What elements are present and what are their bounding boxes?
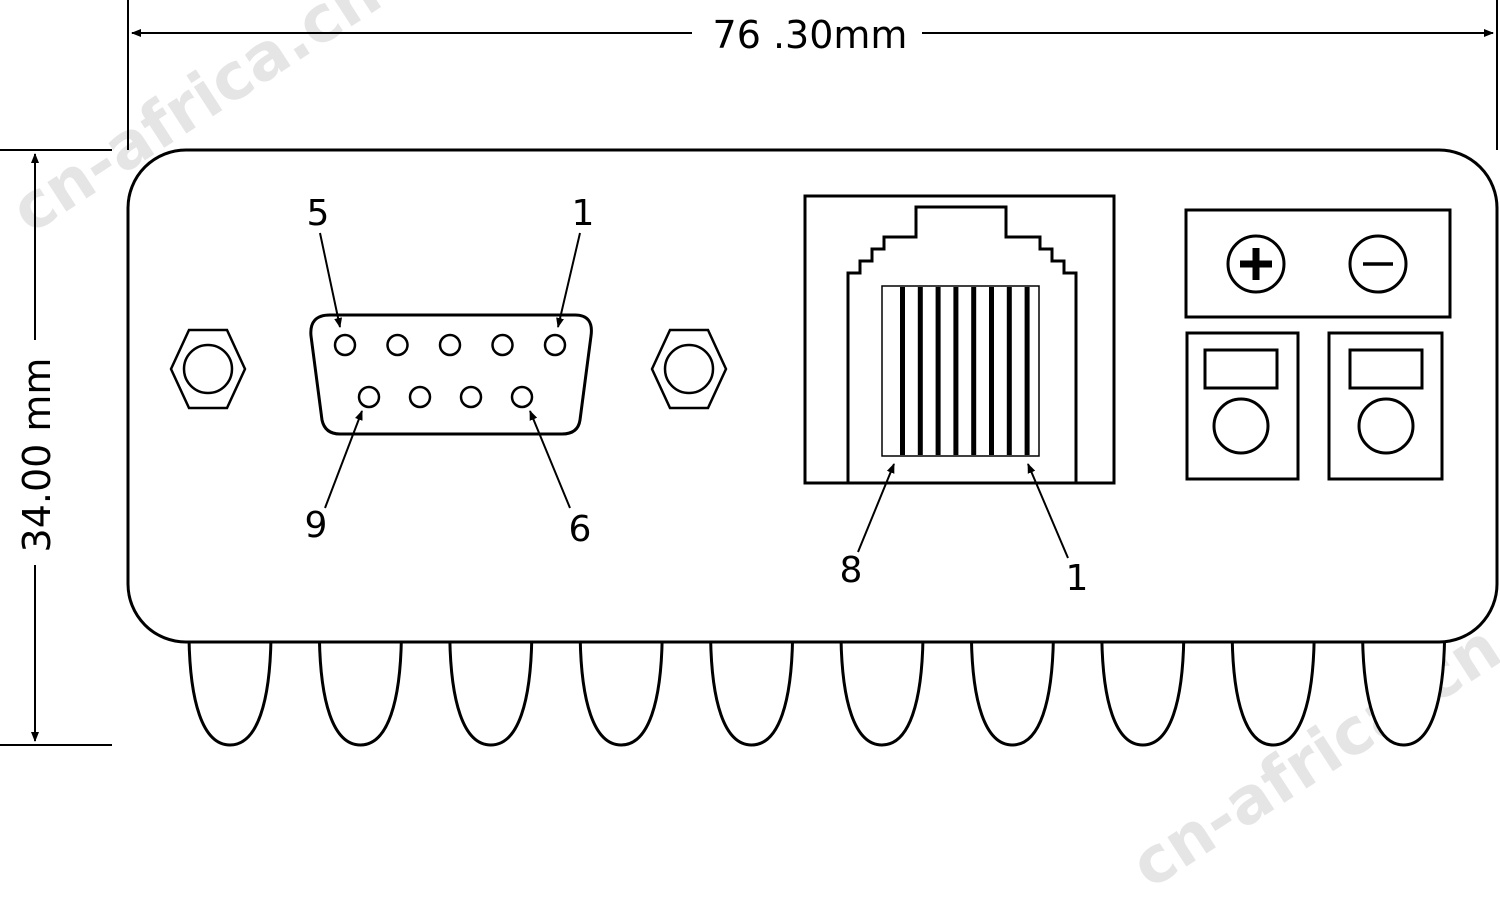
db9-pin — [491, 333, 514, 357]
db9-pin-label-5: 5 — [307, 193, 330, 234]
width-dimension: 76 .30mm — [127, 0, 1498, 150]
heatsink-fin — [578, 637, 664, 747]
db9-pin-label-9: 9 — [305, 505, 328, 546]
right-hex-nut-icon — [650, 328, 728, 410]
minus-icon — [1348, 234, 1408, 294]
rj45-contact — [1006, 287, 1012, 455]
heatsink-fin — [709, 637, 795, 747]
db9-pins — [333, 333, 567, 409]
heatsink-fin — [448, 637, 534, 747]
heatsink-fin — [187, 637, 273, 747]
heatsink-fin — [969, 637, 1055, 747]
rj45-contact — [953, 287, 959, 455]
db9-pin — [333, 333, 357, 357]
power-terminal — [1184, 208, 1452, 481]
rj45-contact — [1024, 287, 1030, 455]
left-hex-nut-icon — [169, 328, 247, 410]
height-label: 34.00 mm — [15, 358, 59, 553]
rj45-contacts — [900, 287, 1030, 455]
db9-pin — [386, 333, 409, 357]
height-dimension: 34.00 mm — [0, 149, 112, 746]
heatsink-fin — [317, 637, 403, 747]
heatsink-fin — [1230, 637, 1316, 747]
terminal-block-right — [1327, 331, 1444, 481]
heatsink-fin — [1361, 637, 1447, 747]
heatsink-fin — [1100, 637, 1186, 747]
rj45-contact — [989, 287, 994, 455]
db9-pin — [357, 385, 381, 409]
db9-pin-label-1: 1 — [572, 193, 595, 234]
db9-pin — [543, 333, 567, 357]
rj45-connector: 8 1 — [803, 194, 1116, 599]
rj45-pin-label-1: 1 — [1066, 558, 1089, 599]
db9-pin — [459, 385, 483, 409]
db9-pin — [438, 333, 462, 357]
heatsink-fin — [839, 637, 925, 747]
db9-pin-label-6: 6 — [569, 509, 592, 550]
rj45-contact — [971, 287, 977, 455]
plus-icon — [1226, 234, 1286, 294]
rj45-contact — [900, 287, 905, 455]
width-label: 76 .30mm — [713, 13, 908, 57]
rj45-contact — [917, 287, 923, 455]
rj45-contact — [935, 287, 941, 455]
terminal-block-left — [1185, 331, 1300, 481]
heatsink-fins — [187, 637, 1447, 747]
db9-connector: 5 1 9 6 — [305, 193, 595, 550]
db9-pin — [510, 385, 534, 409]
db9-pin — [408, 385, 432, 409]
rj45-pin-label-8: 8 — [840, 550, 863, 591]
